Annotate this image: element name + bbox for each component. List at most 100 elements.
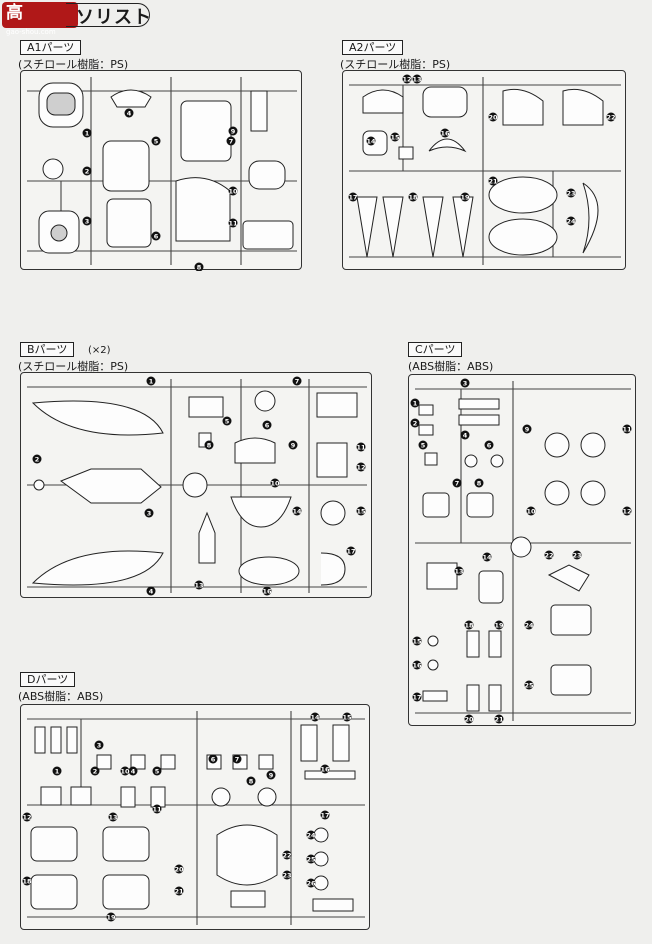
- part-number-label: 14: [292, 507, 302, 515]
- part-number-label: 9: [231, 127, 236, 135]
- part-number-label: 11: [152, 805, 162, 813]
- part-number-label: 1: [413, 399, 418, 407]
- part-number-label: 9: [269, 771, 274, 779]
- part-number-label: 12: [402, 75, 411, 83]
- part-number-label: 7: [235, 755, 240, 763]
- page-header: 高 gao-shou.com ソリスト: [0, 0, 160, 36]
- part-number-label: 21: [494, 715, 504, 723]
- part-number-label: 15: [342, 713, 352, 721]
- material-a1: (スチロール樹脂：PS): [18, 58, 129, 71]
- section-tag-d: Dパーツ: [20, 672, 76, 687]
- part-number-label: 24: [524, 621, 534, 629]
- part-number-label: 10: [120, 767, 130, 775]
- section-tag-b: Bパーツ: [20, 342, 75, 357]
- site-logo: 高 gao-shou.com: [2, 2, 78, 36]
- part-number-label: 4: [463, 431, 468, 439]
- part-number-label: 7: [455, 479, 460, 487]
- part-number-label: 11: [356, 443, 366, 451]
- part-number-label: 21: [488, 177, 498, 185]
- part-number-label: 13: [108, 813, 117, 821]
- part-number-label: 13: [412, 75, 421, 83]
- part-number-label: 12: [356, 463, 365, 471]
- part-number-label: 16: [412, 661, 422, 669]
- part-number-label: 7: [295, 377, 300, 385]
- part-number-label: 3: [97, 741, 102, 749]
- part-number-label: 11: [228, 219, 238, 227]
- part-number-label: 9: [291, 441, 296, 449]
- part-number-label: 3: [85, 217, 90, 225]
- part-number-label: 20: [464, 715, 474, 723]
- part-number-label: 2: [413, 419, 418, 427]
- part-number-label: 2: [85, 167, 90, 175]
- part-number-label: 6: [265, 421, 270, 429]
- part-number-label: 17: [348, 193, 357, 201]
- part-number-label: 19: [106, 913, 116, 921]
- logo-text: 高: [6, 3, 24, 23]
- part-number-label: 23: [572, 551, 581, 559]
- part-number-label: 23: [566, 189, 575, 197]
- part-number-label: 6: [154, 232, 159, 240]
- part-number-label: 4: [127, 109, 132, 117]
- part-number-label: 17: [346, 547, 355, 555]
- part-number-label: 4: [131, 767, 136, 775]
- part-number-label: 17: [412, 693, 421, 701]
- part-number-label: 20: [174, 865, 184, 873]
- part-number-label: 5: [225, 417, 230, 425]
- title-frame: [66, 3, 150, 27]
- material-c: (ABS樹脂：ABS): [408, 360, 494, 373]
- part-number-label: 6: [487, 441, 492, 449]
- part-number-label: 22: [544, 551, 553, 559]
- part-number-label: 22: [282, 851, 291, 859]
- part-number-label: 2: [35, 455, 40, 463]
- part-number-label: 14: [482, 553, 492, 561]
- material-d: (ABS樹脂：ABS): [18, 690, 104, 703]
- part-number-label: 8: [207, 441, 212, 449]
- part-number-label: 15: [390, 133, 400, 141]
- part-number-label: 20: [488, 113, 498, 121]
- part-number-label: 12: [22, 813, 31, 821]
- part-number-label: 16: [320, 765, 330, 773]
- part-number-label: 14: [366, 137, 376, 145]
- part-number-label: 3: [147, 509, 152, 517]
- part-number-label: 5: [421, 441, 426, 449]
- part-number-label: 5: [154, 137, 159, 145]
- part-number-label: 16: [262, 587, 272, 595]
- part-number-label: 10: [270, 479, 280, 487]
- part-number-label: 24: [306, 831, 316, 839]
- page-title: ソリスト: [76, 7, 152, 28]
- part-number-label: 1: [55, 767, 60, 775]
- part-number-label: 5: [155, 767, 160, 775]
- part-number-label: 15: [412, 637, 422, 645]
- section-tag-c: Cパーツ: [408, 342, 463, 357]
- part-number-label: 6: [211, 755, 216, 763]
- section-tag-a1: A1パーツ: [20, 40, 82, 55]
- part-number-label: 10: [228, 187, 238, 195]
- part-number-label: 8: [197, 263, 202, 271]
- part-number-label: 1: [85, 129, 90, 137]
- part-number-label: 16: [440, 129, 450, 137]
- part-number-label: 25: [306, 855, 316, 863]
- part-number-label: 26: [306, 879, 316, 887]
- logo-site: gao-shou.com: [6, 28, 56, 36]
- part-number-label: 21: [174, 887, 184, 895]
- part-number-label: 18: [22, 877, 32, 885]
- part-number-label: 18: [464, 621, 474, 629]
- part-number-label: 8: [249, 777, 254, 785]
- part-number-label: 25: [524, 681, 534, 689]
- material-a2: (スチロール樹脂：PS): [340, 58, 451, 71]
- part-number-label: 19: [494, 621, 504, 629]
- part-number-label: 18: [408, 193, 418, 201]
- part-number-label: 24: [566, 217, 576, 225]
- part-number-label: 4: [149, 587, 154, 595]
- part-number-label: 14: [310, 713, 320, 721]
